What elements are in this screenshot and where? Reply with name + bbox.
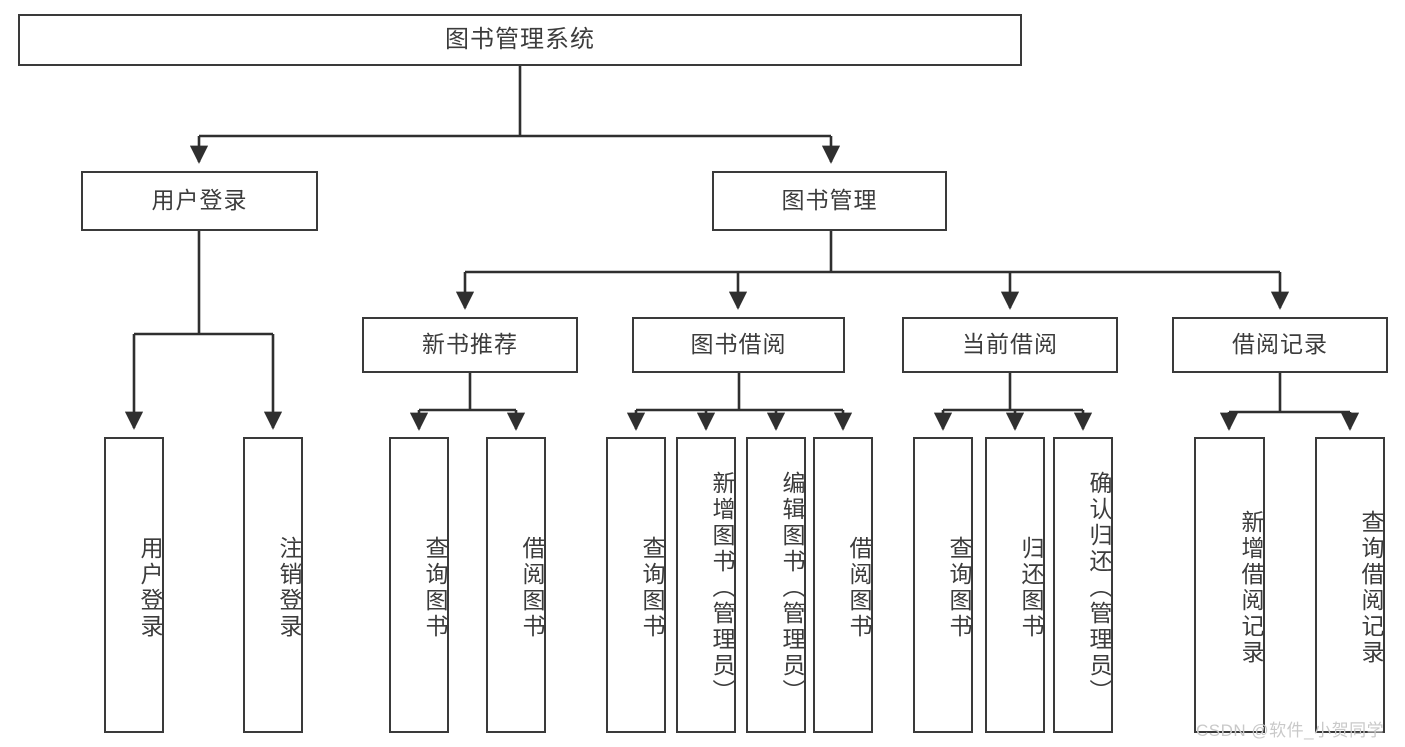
leaf-borrow-borrow-book[interactable]: 借阅图书 (813, 437, 873, 733)
leaf-recommend-query-book[interactable]: 查询图书 (389, 437, 449, 733)
leaf-borrow-query-book[interactable]: 查询图书 (606, 437, 666, 733)
node-new-book-recommend[interactable]: 新书推荐 (362, 317, 578, 373)
leaf-record-query-borrow-record[interactable]: 查询借阅记录 (1315, 437, 1385, 733)
node-user-login[interactable]: 用户登录 (81, 171, 318, 231)
leaf-recommend-borrow-book[interactable]: 借阅图书 (486, 437, 546, 733)
node-current-borrow[interactable]: 当前借阅 (902, 317, 1118, 373)
node-borrow-record[interactable]: 借阅记录 (1172, 317, 1388, 373)
leaf-user-login-login[interactable]: 用户登录 (104, 437, 164, 733)
leaf-borrow-edit-book-admin[interactable]: 编辑图书（管理员） (746, 437, 806, 733)
leaf-record-add-borrow-record[interactable]: 新增借阅记录 (1194, 437, 1265, 733)
leaf-user-login-logout[interactable]: 注销登录 (243, 437, 303, 733)
leaf-current-return-book[interactable]: 归还图书 (985, 437, 1045, 733)
node-book-borrow[interactable]: 图书借阅 (632, 317, 845, 373)
leaf-borrow-add-book-admin[interactable]: 新增图书（管理员） (676, 437, 736, 733)
csdn-watermark: CSDN @软件_小贺同学 (1196, 721, 1385, 740)
leaf-current-confirm-return-admin[interactable]: 确认归还（管理员） (1053, 437, 1113, 733)
leaf-current-query-book[interactable]: 查询图书 (913, 437, 973, 733)
node-book-management[interactable]: 图书管理 (712, 171, 947, 231)
node-root-system[interactable]: 图书管理系统 (18, 14, 1022, 66)
